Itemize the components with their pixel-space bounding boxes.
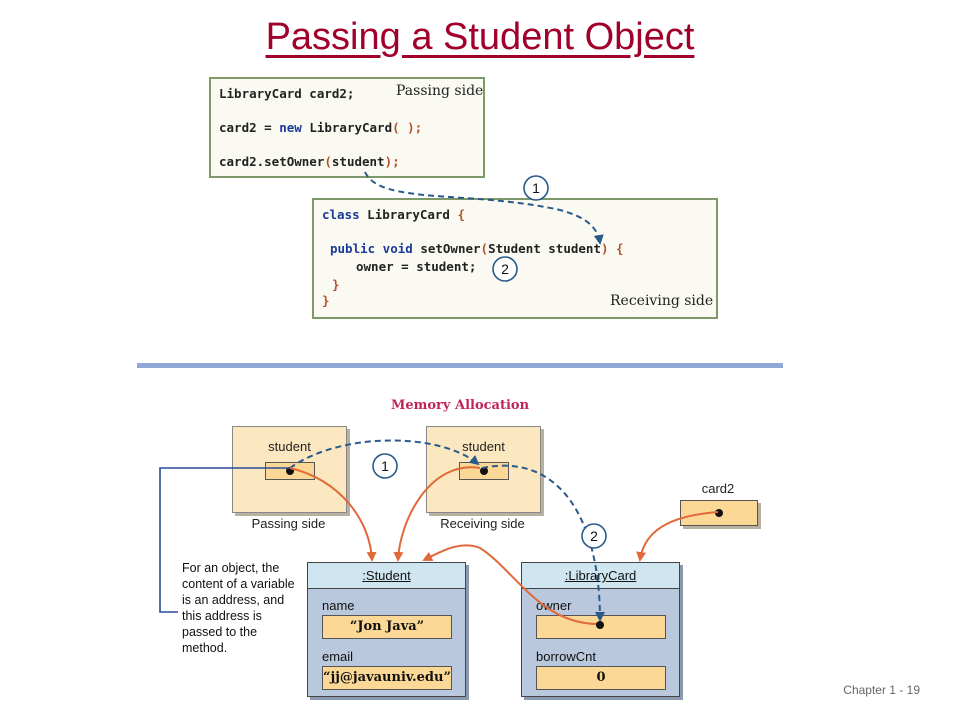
code-line: } bbox=[332, 277, 340, 292]
code-line: class LibraryCard { bbox=[322, 207, 466, 222]
object-header: :LibraryCard bbox=[522, 563, 679, 589]
marker-circle-2-mem bbox=[581, 523, 607, 549]
librarycard-object: :LibraryCard owner borrowCnt 0 bbox=[521, 562, 680, 697]
marker-circle-2-top bbox=[492, 256, 518, 282]
frame-var-label: student bbox=[462, 439, 505, 454]
reference-dot bbox=[286, 467, 294, 475]
marker-circle-1-mem bbox=[372, 453, 398, 479]
slide-footer: Chapter 1 - 19 bbox=[843, 683, 920, 697]
passing-side-label: Passing side bbox=[396, 83, 484, 99]
field-value: “Jon Java” bbox=[322, 615, 452, 639]
field-label: name bbox=[322, 598, 355, 613]
section-divider bbox=[137, 363, 783, 368]
card2-ref-cell bbox=[680, 500, 758, 526]
assign-arrow-memory bbox=[481, 464, 605, 622]
field-value: 0 bbox=[536, 666, 666, 690]
field-label: email bbox=[322, 649, 354, 664]
student-object: :Student name “Jon Java” email “jj@javau… bbox=[307, 562, 466, 697]
field-label: borrowCnt bbox=[536, 649, 596, 664]
ref-arrow-owner-to-student bbox=[422, 544, 601, 626]
receiving-side-label: Receiving side bbox=[610, 293, 714, 309]
field-label: owner bbox=[536, 598, 572, 613]
field-value: “jj@javauniv.edu” bbox=[322, 666, 452, 690]
passing-side-frame: student bbox=[232, 426, 347, 513]
receiving-frame-label: Receiving side bbox=[440, 516, 525, 531]
code-line: card2 = new LibraryCard( ); bbox=[219, 120, 423, 135]
code-line: public void setOwner(Student student) { bbox=[330, 241, 624, 256]
card2-var-label: card2 bbox=[701, 481, 735, 496]
passing-frame-label: Passing side bbox=[251, 516, 326, 531]
page-title: Passing a Student Object bbox=[265, 16, 695, 58]
memory-allocation-title: Memory Allocation bbox=[390, 398, 530, 413]
code-line: owner = student; bbox=[356, 259, 477, 274]
ref-arrow-card2-to-librarycard bbox=[636, 511, 719, 562]
frame-var-label: student bbox=[268, 439, 311, 454]
reference-dot bbox=[715, 509, 723, 517]
receiving-code-box: class LibraryCard { public void setOwner… bbox=[312, 198, 718, 319]
reference-dot bbox=[480, 467, 488, 475]
code-line: LibraryCard card2; bbox=[219, 86, 355, 101]
code-line: card2.setOwner(student); bbox=[219, 154, 400, 169]
marker-circle-1-top bbox=[523, 175, 549, 201]
note-bracket bbox=[159, 467, 290, 613]
ref-arrow-passing-to-student bbox=[289, 467, 377, 562]
marker-2-mem: 2 bbox=[590, 528, 598, 544]
object-header: :Student bbox=[308, 563, 465, 589]
marker-1-mem: 1 bbox=[381, 458, 389, 474]
explanation-note: For an object, the content of a variable… bbox=[182, 561, 295, 655]
owner-reference-dot bbox=[596, 621, 604, 629]
passing-code-box: LibraryCard card2; card2 = new LibraryCa… bbox=[209, 77, 485, 178]
student-ref-cell bbox=[265, 462, 315, 480]
code-line: } bbox=[322, 293, 330, 308]
marker-1-top: 1 bbox=[532, 180, 540, 196]
marker-2-top: 2 bbox=[501, 261, 509, 277]
ref-arrow-receiving-to-student bbox=[393, 466, 481, 562]
pass-arrow-memory bbox=[289, 439, 480, 469]
pass-arrow-code bbox=[364, 171, 604, 245]
